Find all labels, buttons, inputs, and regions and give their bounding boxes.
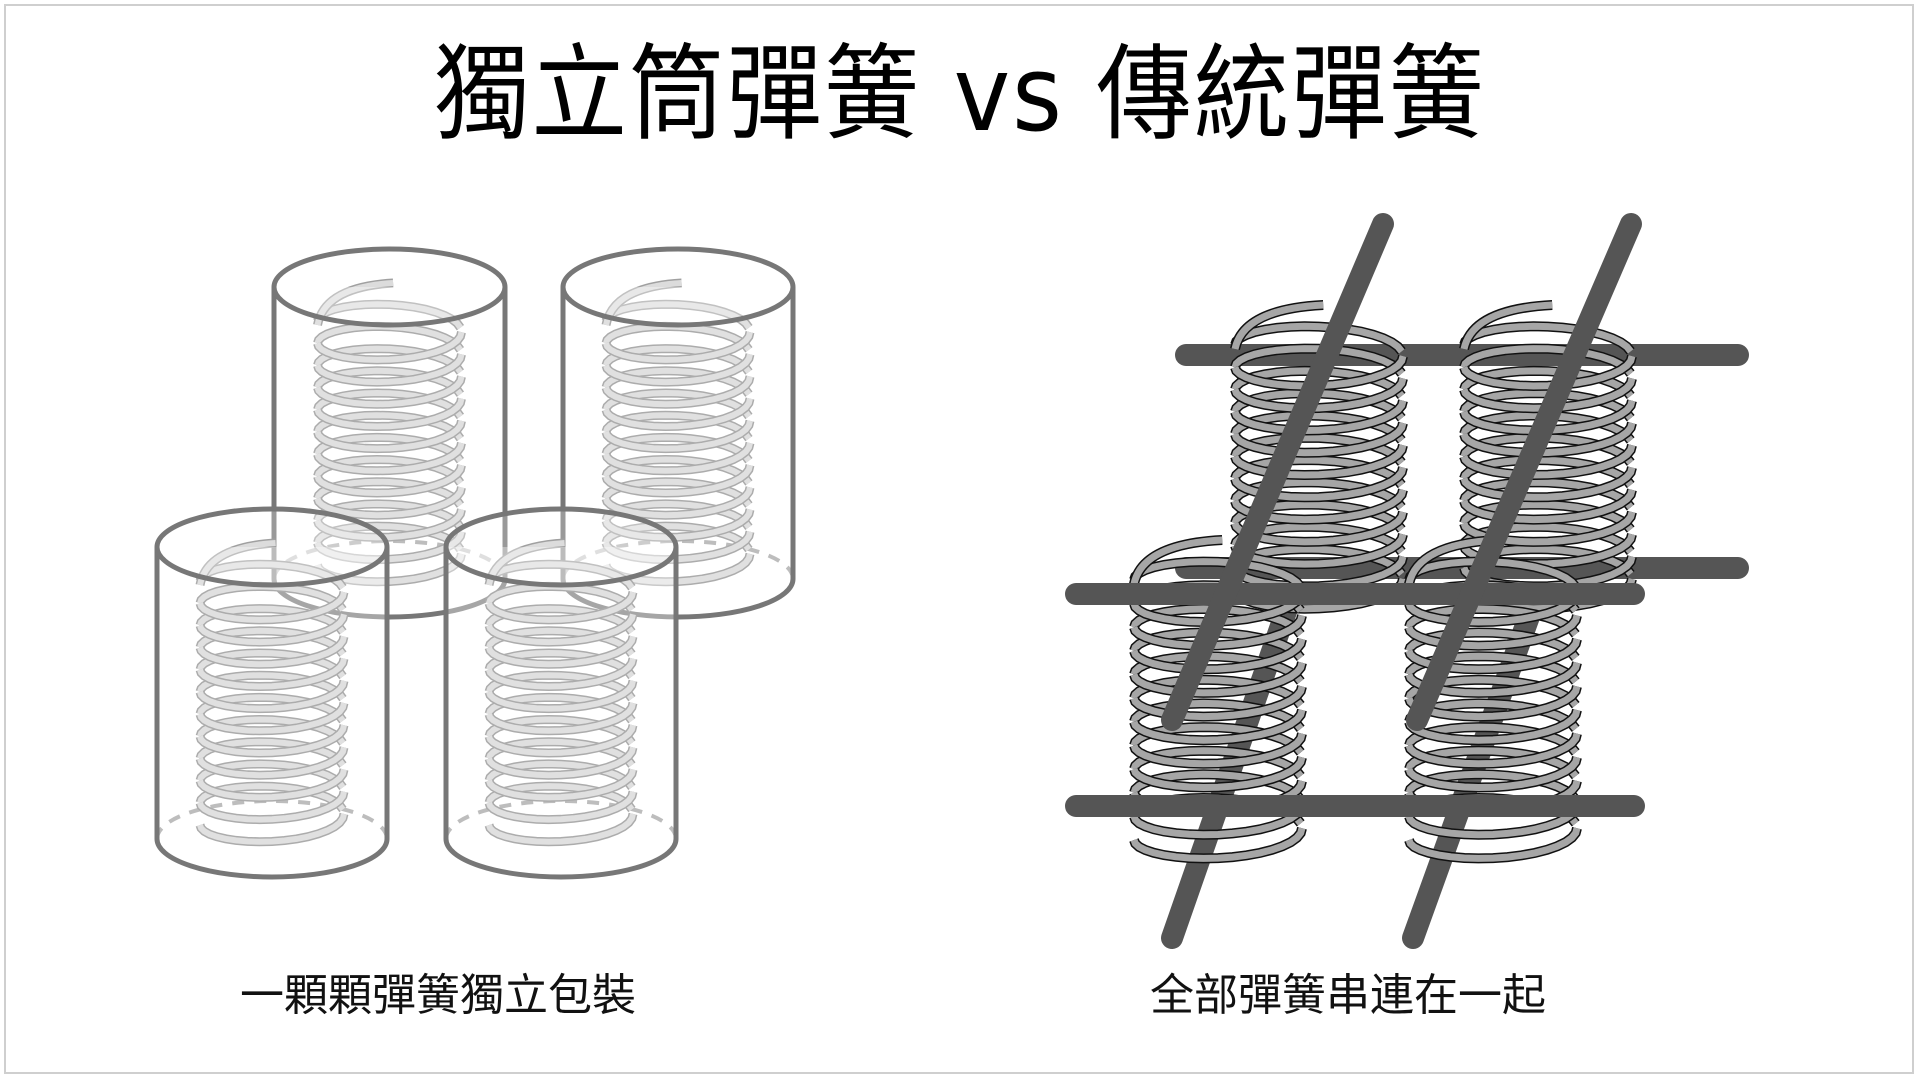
spring-coil-front: [314, 464, 465, 497]
spring-coil-front: [1130, 803, 1306, 839]
spring-coil-front: [1130, 638, 1306, 673]
cylinder-top: [560, 246, 796, 328]
cylinder-top: [154, 506, 390, 588]
spring-coil-front: [314, 442, 465, 474]
spring-coil-front: [486, 702, 636, 734]
spring-coil-front: [1405, 756, 1581, 792]
spring-coil-front: [603, 442, 753, 474]
spring-coil-front: [1405, 709, 1581, 744]
spring-coil-front: [486, 746, 636, 779]
spring-coil-front: [486, 768, 636, 801]
pocket-spring: [195, 538, 349, 847]
pocket-spring-caption: 一顆顆彈簧獨立包裝: [240, 970, 636, 1021]
pocket-cylinder: [443, 506, 679, 880]
spring-coil-front: [1405, 614, 1581, 650]
spring-coil-front: [1231, 377, 1407, 412]
spring-coil-front: [197, 768, 347, 801]
spring-coil-front: [1130, 614, 1306, 650]
spring-coil-front: [1460, 355, 1636, 390]
spring-hook: [1130, 536, 1223, 585]
pocket-spring-illustration: [154, 246, 796, 880]
spring-coil-front: [1231, 422, 1407, 457]
spring-coil-front: [1231, 399, 1407, 435]
spring-coil-front: [1130, 685, 1306, 721]
spring-hook: [1460, 301, 1553, 350]
spring-coil-front: [314, 486, 465, 519]
spring-coil-front: [1460, 444, 1636, 479]
diagonal-rod-right-upper: [1406, 213, 1642, 731]
spring-coil-front: [197, 591, 347, 623]
spring-coil-back: [1460, 345, 1634, 376]
diagonal-rod-left-upper: [1161, 213, 1394, 731]
spring-coil-front: [1405, 827, 1581, 862]
spring-coil-front: [486, 657, 636, 690]
linked-spring-caption: 全部彈簧串連在一起: [1150, 970, 1546, 1021]
linked-spring-back-right: [1459, 300, 1637, 614]
spring-coil-front: [1405, 638, 1581, 673]
spring-coil-front: [1231, 466, 1407, 501]
cylinder-bottom-back-dashed: [444, 799, 678, 840]
spring-coil-front: [1405, 803, 1581, 839]
linked-spring-illustration: [1065, 213, 1749, 949]
spring-coil-front: [603, 508, 753, 541]
spring-coil-front: [1405, 732, 1581, 768]
spring-coil-front: [603, 420, 753, 452]
spring-coil-front: [1130, 709, 1306, 744]
spring-coil-front: [486, 790, 636, 823]
pocket-cylinder: [271, 246, 508, 620]
spring-coil-front: [603, 464, 753, 497]
spring-coil-front: [1460, 466, 1636, 501]
spring-coil-front: [197, 657, 347, 690]
spring-coil-front: [197, 746, 347, 779]
spring-coil-front: [314, 375, 465, 408]
spring-coil-front: [314, 331, 465, 363]
spring-coil-front: [1130, 732, 1306, 768]
spring-coil-front: [1460, 422, 1636, 457]
spring-coil-front: [603, 486, 753, 519]
spring-coil-front: [486, 724, 636, 757]
spring-coil-front: [1460, 533, 1636, 568]
spring-coil-front: [486, 635, 636, 668]
pocket-cylinder: [154, 506, 390, 880]
spring-coil-front: [197, 790, 347, 823]
spring-coil-front: [603, 331, 753, 363]
spring-coil-front: [314, 397, 465, 430]
spring-hook: [1405, 536, 1498, 585]
spring-coil-front: [486, 591, 636, 623]
cylinder-body: [443, 547, 679, 880]
cylinder-top: [443, 506, 679, 588]
spring-coil-front: [314, 420, 465, 452]
cylinder-bottom-back-dashed: [155, 799, 389, 840]
spring-coil-front: [486, 813, 636, 845]
spring-hook: [1231, 301, 1324, 350]
spring-coil-front: [197, 813, 347, 845]
spring-coil-front: [314, 508, 465, 541]
spring-coil-front: [603, 353, 753, 386]
page-title: 獨立筒彈簧 vs 傳統彈簧: [433, 33, 1487, 155]
spring-coil-front: [197, 702, 347, 734]
spring-coil-front: [314, 353, 465, 386]
spring-coil-front: [603, 375, 753, 408]
spring-coil-front: [197, 680, 347, 712]
cylinder-body: [154, 547, 390, 880]
diagonal-rod-right-lower: [1402, 589, 1546, 949]
spring-coil-front: [1231, 444, 1407, 479]
spring-coil-front: [486, 613, 636, 646]
spring-coil-front: [197, 724, 347, 757]
spring-coil-front: [486, 680, 636, 712]
spring-coil-back: [1231, 345, 1405, 376]
spring-coil-front: [1130, 661, 1306, 697]
cylinder-top: [271, 246, 508, 328]
spring-coil-front: [1130, 756, 1306, 792]
spring-coil-front: [1130, 827, 1306, 862]
spring-coil-front: [1231, 488, 1407, 524]
spring-coil-front: [1405, 590, 1581, 626]
spring-coil-front: [197, 613, 347, 646]
spring-coil-front: [197, 635, 347, 668]
spring-coil-front: [1460, 511, 1636, 546]
spring-coil-front: [1460, 488, 1636, 524]
spring-coil-front: [603, 397, 753, 430]
